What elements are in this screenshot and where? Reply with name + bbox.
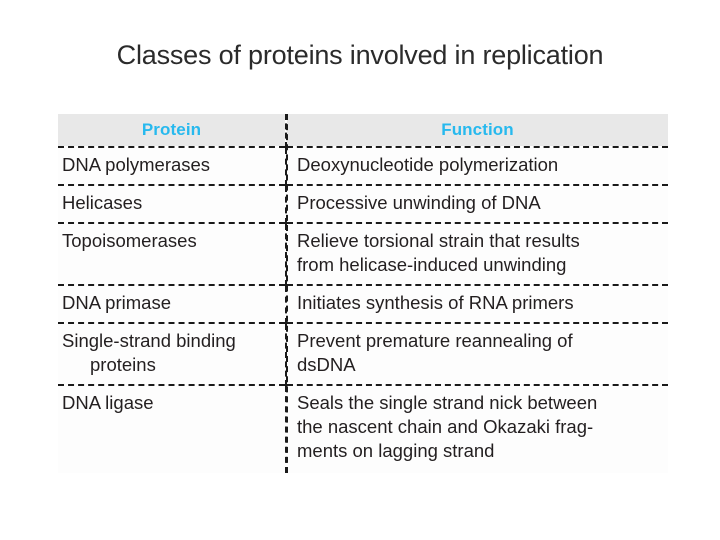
cell-function: Relieve torsional strain that results fr… xyxy=(285,222,668,285)
cell-text-line: Single-strand binding xyxy=(62,330,236,351)
table-row: DNA polymerases Deoxynucleotide polymeri… xyxy=(58,146,668,185)
table-row: Topoisomerases Relieve torsional strain … xyxy=(58,222,668,285)
cell-protein: DNA polymerases xyxy=(58,146,286,185)
cell-text-line: proteins xyxy=(90,354,156,375)
cell-protein: DNA primase xyxy=(58,284,286,323)
table-grid: Protein Function DNA polymerases Deoxynu… xyxy=(58,114,668,473)
cell-function: Prevent premature reannealing of dsDNA xyxy=(285,322,668,385)
cell-protein: Helicases xyxy=(58,184,286,223)
cell-text-line: Initiates synthesis of RNA primers xyxy=(297,292,574,313)
cell-text-line: DNA ligase xyxy=(62,392,154,413)
cell-text-line: the nascent chain and Okazaki frag- xyxy=(297,416,594,437)
column-header-protein: Protein xyxy=(58,114,286,147)
table-row: DNA primase Initiates synthesis of RNA p… xyxy=(58,284,668,323)
cell-text-line: dsDNA xyxy=(297,354,356,375)
page-title: Classes of proteins involved in replicat… xyxy=(116,40,604,70)
cell-function: Initiates synthesis of RNA primers xyxy=(285,284,668,323)
cell-text-line: Topoisomerases xyxy=(62,230,197,251)
cell-function: Processive unwinding of DNA xyxy=(285,184,668,223)
table-header: Protein Function xyxy=(58,114,668,147)
proteins-table: Protein Function DNA polymerases Deoxynu… xyxy=(58,114,668,473)
cell-function: Seals the single strand nick between the… xyxy=(285,384,668,473)
table-row: Single-strand binding proteins Prevent p… xyxy=(58,322,668,385)
cell-protein: Single-strand binding proteins xyxy=(58,322,286,385)
cell-text-line: Deoxynucleotide polymerization xyxy=(297,154,559,175)
cell-text-line: Seals the single strand nick between xyxy=(297,392,598,413)
column-header-function: Function xyxy=(285,114,668,147)
cell-text-line: Processive unwinding of DNA xyxy=(297,192,541,213)
cell-protein: Topoisomerases xyxy=(58,222,286,285)
table-header-row: Protein Function xyxy=(58,114,668,147)
cell-text-line: DNA polymerases xyxy=(62,154,211,175)
table-row: DNA ligase Seals the single strand nick … xyxy=(58,384,668,473)
cell-text-line: Prevent premature reannealing of xyxy=(297,330,573,351)
table-row: Helicases Processive unwinding of DNA xyxy=(58,184,668,223)
cell-text-line: Helicases xyxy=(62,192,143,213)
cell-text-line: ments on lagging strand xyxy=(297,440,495,461)
cell-protein: DNA ligase xyxy=(58,384,286,473)
cell-text-line: from helicase-induced unwinding xyxy=(297,254,567,275)
table-body: DNA polymerases Deoxynucleotide polymeri… xyxy=(58,146,668,473)
cell-text-line: Relieve torsional strain that results xyxy=(297,230,580,251)
cell-function: Deoxynucleotide polymerization xyxy=(285,146,668,185)
cell-text-line: DNA primase xyxy=(62,292,171,313)
